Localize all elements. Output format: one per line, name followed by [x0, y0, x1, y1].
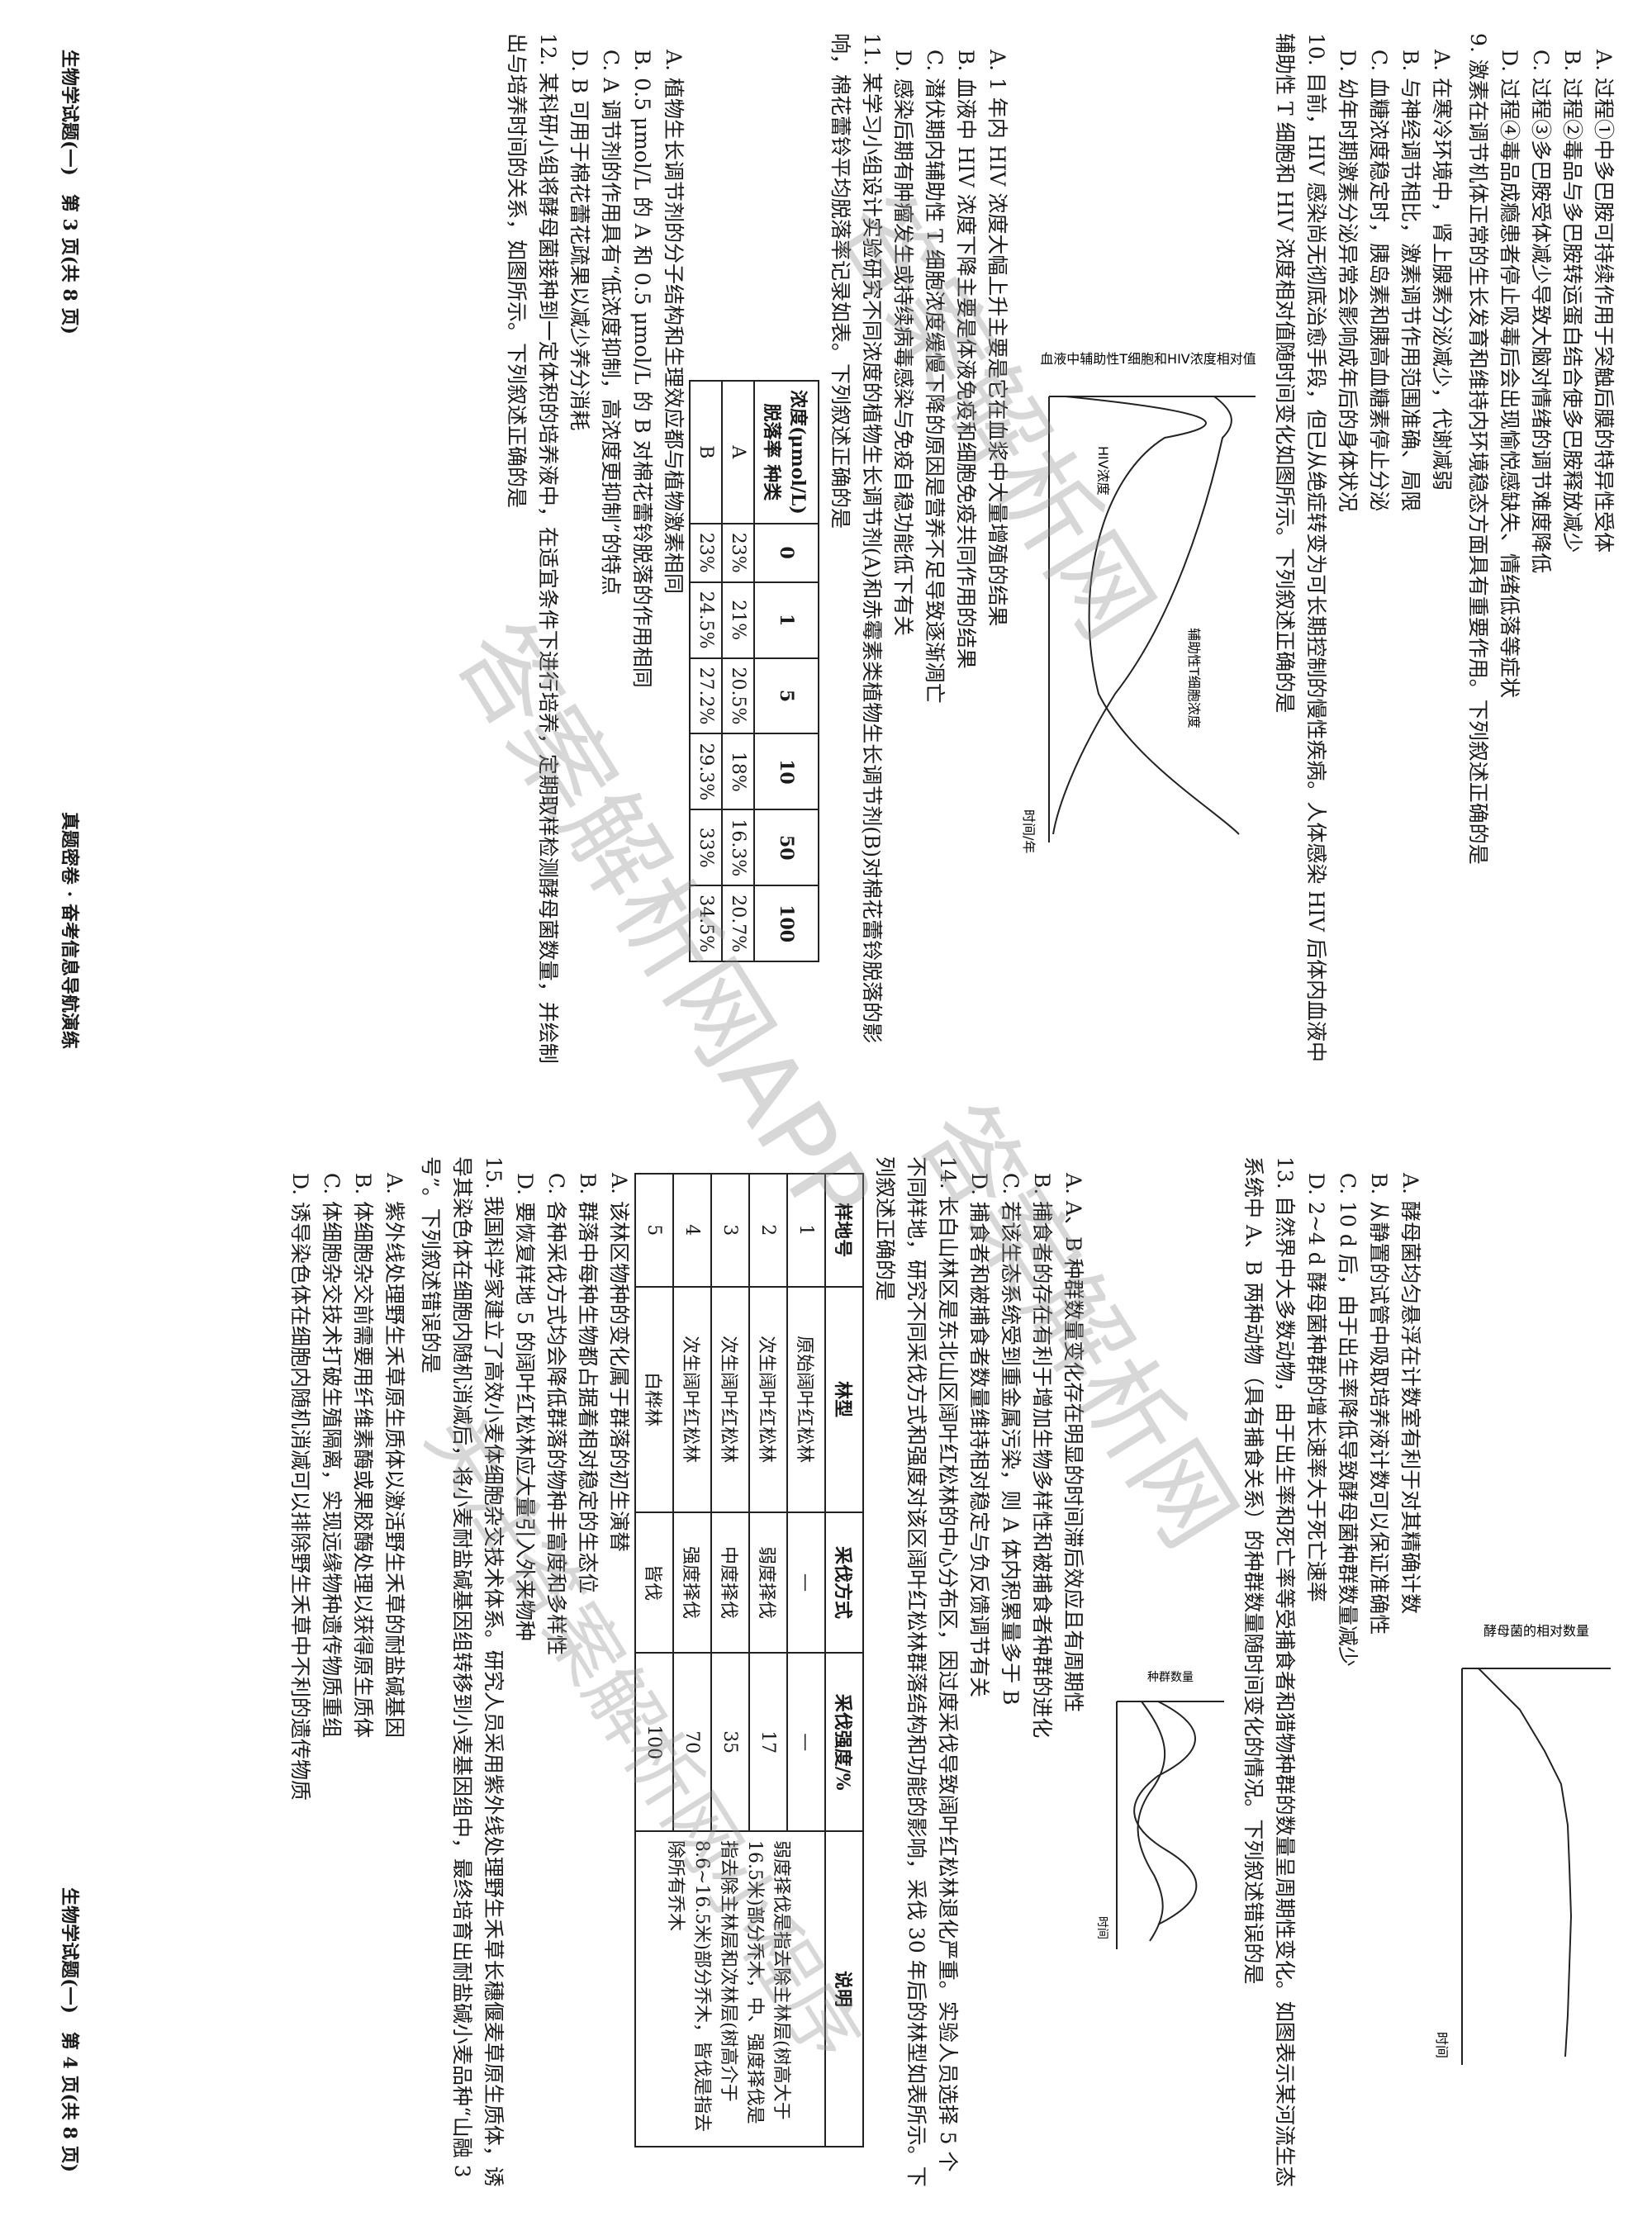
t-cell-curve-label: 辅助性T细胞浓度 [1186, 628, 1202, 728]
table-cell: 5 [635, 1174, 673, 1287]
table-cell: 23% [690, 523, 722, 582]
col-header: 采伐强度/% [825, 1653, 863, 1831]
yeast-chart-xlabel: 时间 [1434, 2032, 1450, 2058]
q9-stem: 9. 激素在调节机体正常的生长发育和维持内环境稳态方面具有重要作用。下列叙述正确… [1466, 33, 1490, 865]
table-cell: 21% [722, 581, 754, 658]
q15-option-a: A. 紫外线处理野生禾草原生质体以激活野生禾草的耐盐碱基因 [382, 1173, 406, 1738]
q10-stem: 10. 目前，HIV 感染尚无彻底治愈手段，但已从绝症转变为可长期控制的慢性疾病… [1273, 33, 1328, 1063]
q15-stem: 15. 我国科学家建立了高效小麦体细胞杂交技术体系。研究人员采用紫外线处理野生禾… [419, 1156, 506, 2187]
col-header: 10 [754, 733, 819, 810]
species-b-curve [1137, 1701, 1166, 1942]
footer-right: 真题密卷 · 奋考信息导航演练 [59, 812, 80, 1049]
q15-option-b: B. 体细胞杂交前需要用纤维素酶或果胶酶处理以获得原生质体 [351, 1173, 375, 1739]
table-cell: 强度择伐 [673, 1512, 711, 1654]
pp-chart-ylabel: 种群数量 [1147, 1671, 1194, 1684]
hiv-curve [1065, 396, 1240, 835]
q8-option-b: B. 过程②毒品与多巴胺转运蛋白结合使多巴胺释放减少 [1560, 50, 1584, 553]
q11-table-corner: 浓度(μmol/L) 脱落率 种类 [754, 381, 819, 524]
hiv-chart: 血液中辅助性T细胞和HIV浓度相对值 时间/年 HIV浓度 辅助性T细胞浓度 [1021, 351, 1256, 853]
q9-option-a: A. 在寒冷环境中，肾上腺素分泌减少，代谢减弱 [1430, 50, 1454, 491]
corner-top: 浓度(μmol/L) [787, 390, 809, 515]
col-header: 0 [754, 523, 819, 582]
q9-option-d: D. 幼年时期激素分泌异常会影响成年后的身体状况 [1336, 50, 1360, 513]
q12-option-b: B. 从静置的试管中吸取培养液计数可以保证准确性 [1367, 1173, 1391, 1635]
row-header: B [690, 381, 722, 524]
col-header: 1 [754, 581, 819, 658]
yeast-curve [1478, 1668, 1573, 2057]
hiv-curve-label: HIV浓度 [1095, 446, 1111, 496]
corner-bottom: 脱落率 种类 [761, 403, 782, 501]
table-cell: 原始阔叶红松林 [787, 1286, 825, 1512]
q8-options: A. 过程①中多巴胺可持续作用于突触后膜的特异性受体 B. 过程②毒品与多巴胺转… [1493, 33, 1619, 1065]
table-cell: 中度择伐 [711, 1512, 749, 1654]
table-cell: 18% [722, 733, 754, 810]
table-cell: 20.5% [722, 657, 754, 734]
q8-option-a: A. 过程①中多巴胺可持续作用于突触后膜的特异性受体 [1592, 50, 1616, 553]
yeast-chart: 酵母菌的相对数量 时间 [1434, 1623, 1611, 2065]
col-header: 采伐方式 [825, 1512, 863, 1654]
species-a-curve [1133, 1701, 1198, 1925]
table-cell: 次生阔叶红松林 [749, 1286, 787, 1512]
q13-option-d: D. 捕食者和被捕食者数量维持相对稳定与负反馈调节有关 [967, 1173, 991, 1698]
q9-option-c: C. 血糖浓度稳定时，胰岛素和胰高血糖素停止分泌 [1367, 50, 1391, 512]
q15-option-c: C. 体细胞杂交技术打破生殖隔离，实现远缘物种遗传物质重组 [320, 1173, 344, 1739]
hiv-chart-xlabel: 时间/年 [1021, 809, 1037, 853]
footer-page4: 生物学试题(一) 第 4 页(共 8 页) [59, 1887, 80, 2172]
q14-stem: 14. 长白山林区是东北山区阔叶红松林的中心分布区，因过度采伐导致阔叶红松林退化… [873, 1156, 960, 2187]
yeast-chart-ylabel: 酵母菌的相对数量 [1483, 1623, 1589, 1639]
table-cell: 弱度择伐 [749, 1512, 787, 1654]
t-cell-curve [1052, 396, 1232, 835]
table-cell: 23% [722, 523, 754, 582]
q11-stem: 11. 某学习小组设计实验研究不同浓度的植物生长调节剂(A)和赤霉素类植物生长调… [828, 33, 884, 1044]
q12-option-c: C. 10 d 后，由于出生率降低导致酵母菌种群数量减少 [1336, 1173, 1360, 1667]
q12-option-a: A. 酵母菌均匀悬浮在计数室有利于对其精确计数 [1398, 1173, 1422, 1614]
table-cell: — [787, 1653, 825, 1831]
q12-stem: 12. 某科研小组将酵母菌接种到一定体积的培养液中，在适宜条件下进行培养，定期取… [505, 33, 560, 1064]
q13-stem: 13. 自然界中大多数动物，由于出生率和死亡率等受捕食者和猎物种群的数量呈周期性… [1241, 1156, 1297, 2187]
q8-option-d: D. 过程④毒品成瘾患者停止吸毒后会出现愉悦感缺失、情绪低落等症状 [1498, 50, 1521, 699]
page-3: A. 过程①中多巴胺可持续作用于突触后膜的特异性受体 B. 过程②毒品与多巴胺转… [50, 33, 1619, 1065]
q12-option-d: D. 2~4 d 酵母菌种群的增长速率大于死亡速率 [1304, 1173, 1328, 1602]
row-header: A [722, 381, 754, 524]
table-cell: — [787, 1512, 825, 1654]
q9-option-b: B. 与神经调节相比，激素调节作用范围准确、局限 [1398, 50, 1422, 512]
hiv-chart-ylabel: 血液中辅助性T细胞和HIV浓度相对值 [1040, 351, 1256, 367]
predator-prey-chart: 种群数量 时间 [1095, 1671, 1224, 1949]
table-cell: 次生阔叶红松林 [711, 1286, 749, 1512]
q15-option-d: D. 诱导染色体在细胞内随机消减可以排除野生禾草中不利的遗传物质 [288, 1173, 312, 1801]
table-cell: 4 [673, 1174, 711, 1287]
page-4: 酵母菌的相对数量 时间 A. 酵母菌均匀悬浮在计数室有利于对其精确计数 B. 从… [50, 1156, 1619, 2189]
footer-left: 生物学试题(一) 第 3 页(共 8 页) [59, 50, 80, 335]
table-cell: 29.3% [690, 733, 722, 810]
col-header: 林型 [825, 1286, 863, 1512]
table-cell: 3 [711, 1174, 749, 1287]
table-cell: 24.5% [690, 581, 722, 658]
table-cell: 白桦林 [635, 1286, 673, 1512]
col-header: 50 [754, 809, 819, 886]
table-cell: 27.2% [690, 657, 722, 734]
q8-option-c: C. 过程③多巴胺受体减少导致大脑对情绪的调节难度降低 [1529, 50, 1553, 574]
q14-option-d: D. 要恢复样地 5 的阔叶红松林应大量引入外来物种 [513, 1173, 537, 1641]
table-cell: 次生阔叶红松林 [673, 1286, 711, 1512]
pp-chart-xlabel: 时间 [1095, 1916, 1108, 1939]
col-header: 5 [754, 657, 819, 734]
